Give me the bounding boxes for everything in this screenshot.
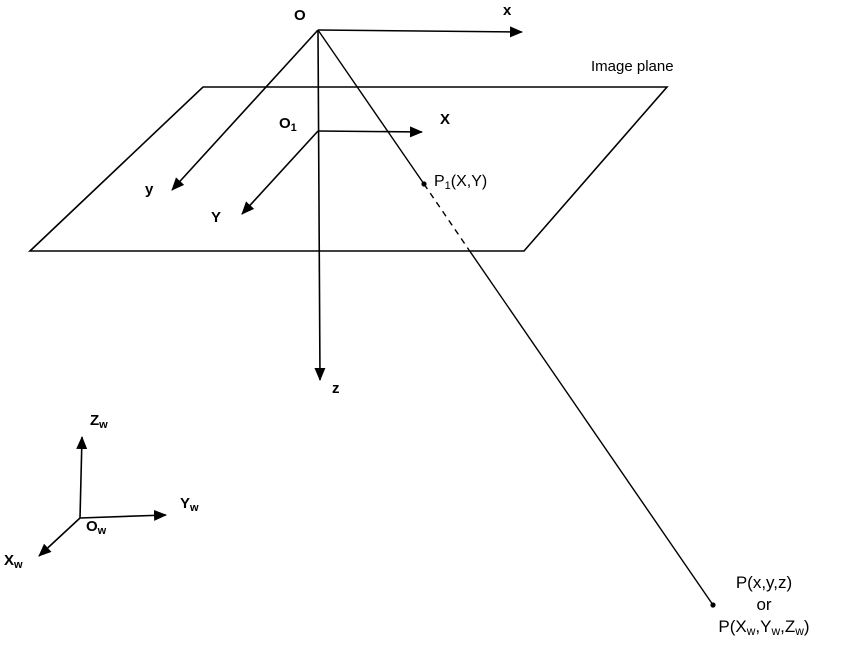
camera-x-axis-line xyxy=(317,26,523,38)
world-y-axis-label: Yw xyxy=(180,495,199,514)
p-world-sub3: w xyxy=(795,624,804,638)
camera-y-axis-line xyxy=(171,29,319,191)
p-or-label: or xyxy=(756,595,772,614)
p-world-part3: ,Z xyxy=(780,617,796,636)
p1-label: P1(X,Y) xyxy=(434,173,488,192)
camera-z-axis-line xyxy=(314,29,326,381)
world-x-main: X xyxy=(4,552,15,569)
world-y-sub: w xyxy=(190,502,199,514)
p-world-label: P(Xw,Yw,Zw) xyxy=(688,616,840,638)
p-world-part4: ) xyxy=(803,617,810,636)
world-origin-sub: w xyxy=(97,525,107,537)
p-world-part1: P(X xyxy=(718,617,747,636)
projection-ray-lower xyxy=(468,249,714,606)
world-origin-main: O xyxy=(86,518,98,535)
p-label-block: P(x,y,z) or P(Xw,Yw,Zw) xyxy=(688,572,840,638)
world-origin-label: Ow xyxy=(86,518,107,537)
image-origin-label: O1 xyxy=(279,115,297,134)
p1-point xyxy=(421,181,427,187)
p-world-sub1: w xyxy=(746,624,756,638)
world-z-axis-label: Zw xyxy=(90,412,108,431)
image-origin-sub: 1 xyxy=(290,122,297,134)
camera-origin-label: O xyxy=(294,7,306,24)
image-X-axis-label: X xyxy=(440,111,451,128)
world-y-main: Y xyxy=(180,495,191,512)
world-x-axis-line xyxy=(38,517,81,557)
world-x-axis-label: Xw xyxy=(4,552,23,571)
p1-label-sub: 1 xyxy=(444,180,451,192)
image-plane-outline xyxy=(27,86,669,252)
image-Y-axis-label: Y xyxy=(211,209,222,226)
image-Y-axis-line xyxy=(241,130,319,215)
p-world-sub2: w xyxy=(771,624,781,638)
world-z-main: Z xyxy=(90,412,100,429)
p1-label-main: P xyxy=(434,173,445,190)
p1-label-suffix: (X,Y) xyxy=(450,173,488,190)
camera-x-axis-label: x xyxy=(503,2,512,19)
camera-y-axis-label: y xyxy=(145,181,154,198)
projection-ray-dashed xyxy=(423,183,470,251)
camera-z-axis-label: z xyxy=(332,380,340,397)
image-origin-main: O xyxy=(279,115,291,132)
projection-ray-upper xyxy=(317,29,425,185)
p-world-part2: ,Y xyxy=(755,617,772,636)
image-X-axis-line xyxy=(317,126,423,138)
world-z-sub: w xyxy=(99,419,108,431)
p-cartesian-label: P(x,y,z) xyxy=(735,573,793,592)
image-plane-label: Image plane xyxy=(591,58,674,75)
p-point xyxy=(710,602,716,608)
world-x-sub: w xyxy=(14,559,23,571)
world-y-axis-line xyxy=(79,509,167,521)
world-z-axis-line xyxy=(76,436,88,519)
